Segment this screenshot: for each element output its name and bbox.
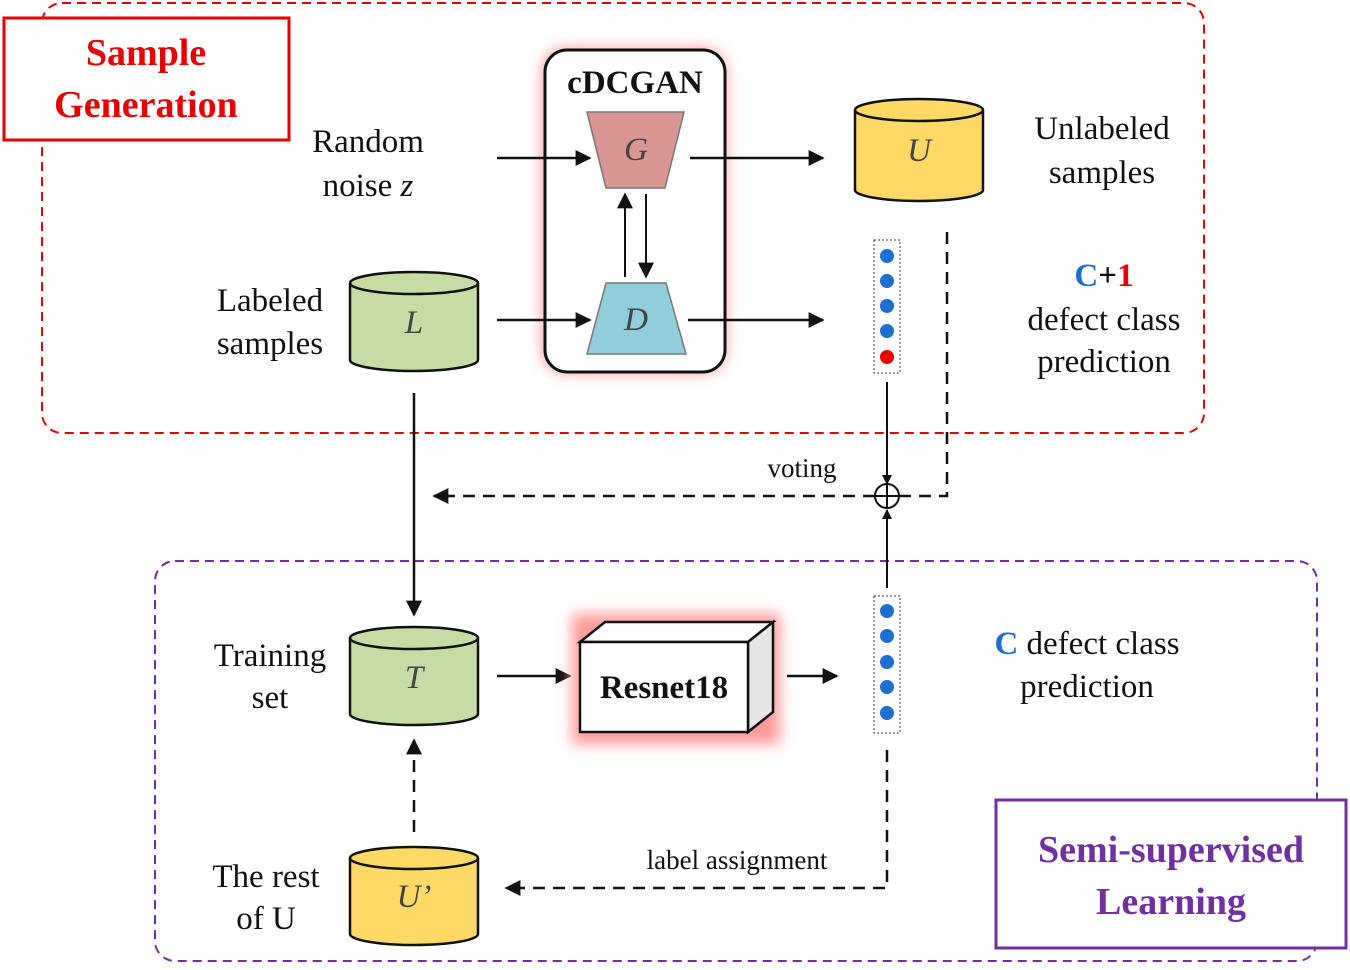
labeled-samples-line2: samples (217, 326, 323, 362)
random-noise-line1: Random (312, 124, 424, 160)
voting-node (874, 483, 900, 509)
resnet18-label: Resnet18 (600, 670, 728, 706)
c-plus-1-line3: prediction (1037, 344, 1171, 380)
labeled-cylinder: L (348, 270, 480, 373)
u-to-voting-dashed (900, 232, 949, 498)
label-assignment-dashed (504, 750, 889, 896)
voting-label: voting (767, 453, 836, 483)
sample-generation-title-box (2, 16, 291, 142)
unlabeled-cylinder-label: U (907, 133, 933, 169)
training-set-line1: Training (214, 638, 326, 674)
rest-of-u-line2: of U (236, 901, 296, 937)
c-prediction-line1: C defect class (994, 626, 1179, 662)
discriminator-block (586, 282, 687, 355)
c-plus-1-title: C+1 (1074, 258, 1133, 294)
label-assignment-label: label assignment (647, 845, 828, 875)
rest-of-u-cylinder: U’ (348, 845, 480, 947)
resnet18-block: Resnet18 (576, 619, 777, 735)
rest-of-u-cylinder-label: U’ (397, 879, 432, 915)
semi-supervised-title-line2: Learning (1096, 881, 1246, 923)
c-plus-1-line2: defect class (1028, 302, 1181, 338)
discriminator-label: D (623, 302, 648, 338)
sample-generation-title-line1: Sample (86, 32, 206, 74)
sample-generation-region (41, 2, 1205, 434)
c-vector (873, 595, 901, 734)
labeled-cylinder-label: L (404, 305, 423, 341)
unlabeled-samples-line1: Unlabeled (1034, 111, 1170, 147)
generator-label: G (624, 132, 648, 168)
random-noise-line2: noise z (323, 168, 414, 204)
training-cylinder: T (348, 625, 480, 727)
rest-of-u-line1: The rest (212, 859, 319, 895)
generator-block (586, 111, 685, 189)
sample-generation-title-line2: Generation (54, 84, 238, 126)
training-set-line2: set (252, 680, 289, 716)
semi-supervised-region (154, 560, 1318, 962)
c-plus-1-vector (873, 239, 901, 374)
training-cylinder-label: T (405, 660, 426, 696)
labeled-samples-line1: Labeled (217, 283, 324, 319)
semi-supervised-title-line1: Semi-supervised (1038, 829, 1304, 871)
cdcgan-title: cDCGAN (567, 65, 703, 101)
c-prediction-line2: prediction (1020, 669, 1154, 705)
unlabeled-samples-line2: samples (1049, 155, 1155, 191)
semi-supervised-title-box (994, 798, 1348, 950)
unlabeled-cylinder: U (853, 97, 985, 203)
